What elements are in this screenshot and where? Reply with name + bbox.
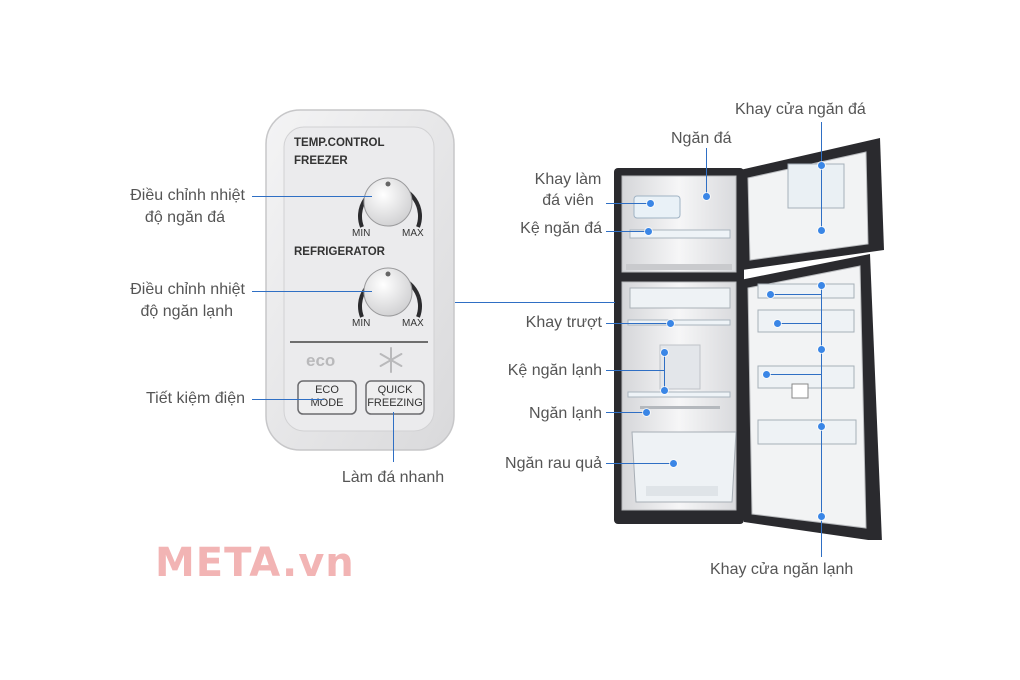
label-fridge-adjust-2: độ ngăn lạnh <box>140 303 233 320</box>
marker-fridge-door-1 <box>766 290 774 298</box>
leader-freezer-shelf <box>606 231 648 232</box>
leader-fridge-shelf <box>606 370 664 371</box>
label-freezer-adjust-1: Điều chỉnh nhiệt <box>130 187 245 204</box>
freezer-heading: FREEZER <box>294 155 348 167</box>
label-quick-ice: Làm đá nhanh <box>341 469 445 486</box>
eco-symbol: eco <box>306 351 336 370</box>
leader-fridge-adjust <box>252 291 372 292</box>
marker-fridge-shelf-2 <box>660 386 668 394</box>
leader-fridge-shelf-v <box>664 352 665 390</box>
leader-quick-ice <box>393 412 394 462</box>
leader-door-branch-3 <box>766 374 821 375</box>
freezer-knob[interactable] <box>363 177 413 227</box>
label-slide-tray: Khay trượt <box>525 314 602 331</box>
leader-slide-tray <box>606 323 670 324</box>
leader-fridge-door-tray <box>821 285 822 557</box>
control-panel <box>265 109 455 451</box>
leader-door-branch-2 <box>777 323 821 324</box>
label-fridge-door-tray: Khay cửa ngăn lạnh <box>710 561 854 578</box>
quick-freezing-label-2: FREEZING <box>367 397 423 409</box>
refrigerator-min-label: MIN <box>352 318 371 329</box>
temp-control-heading: TEMP.CONTROL <box>294 137 385 149</box>
refrigerator-knob[interactable] <box>363 267 413 317</box>
leader-freezer <box>706 148 707 196</box>
marker-freezer <box>702 192 710 200</box>
leader-freezer-adjust <box>252 196 372 197</box>
quick-freezing-label-1: QUICK <box>377 384 413 396</box>
label-fridge-adjust-1: Điều chỉnh nhiệt <box>130 281 245 298</box>
label-freezer: Ngăn đá <box>671 130 732 147</box>
eco-mode-button[interactable] <box>297 380 357 415</box>
refrigerator-illustration <box>614 138 884 540</box>
marker-crisper <box>669 459 677 467</box>
marker-fridge-door-5 <box>762 370 770 378</box>
label-fridge-shelf: Kệ ngăn lạnh <box>507 362 602 379</box>
freezer-max-label: MAX <box>402 228 424 239</box>
refrigerator-max-label: MAX <box>402 318 424 329</box>
label-crisper: Ngăn rau quả <box>505 455 602 472</box>
marker-fridge-door-2 <box>817 281 825 289</box>
snowflake-icon <box>379 347 403 373</box>
leader-ice-tray <box>606 203 650 204</box>
marker-fridge-door-7 <box>817 512 825 520</box>
freezer-min-label: MIN <box>352 228 371 239</box>
marker-fridge-door-3 <box>773 319 781 327</box>
leader-crisper <box>606 463 673 464</box>
label-freezer-shelf: Kệ ngăn đá <box>520 220 602 237</box>
marker-ice-tray <box>646 199 654 207</box>
marker-fridge-shelf-1 <box>660 348 668 356</box>
label-freezer-adjust-2: độ ngăn đá <box>144 209 225 226</box>
label-save-power: Tiết kiệm điện <box>146 390 245 407</box>
eco-mode-label-1: ECO <box>315 384 339 396</box>
label-freezer-door-tray: Khay cửa ngăn đá <box>735 101 866 118</box>
eco-mode-label-2: MODE <box>310 397 344 409</box>
leader-door-branch-1 <box>770 294 821 295</box>
label-fridge: Ngăn lạnh <box>529 405 602 422</box>
marker-freezer-shelf <box>644 227 652 235</box>
marker-fridge-door-4 <box>817 345 825 353</box>
refrigerator-heading: REFRIGERATOR <box>294 246 385 258</box>
marker-freezer-door-2 <box>817 226 825 234</box>
leader-freezer-door-tray <box>821 122 822 230</box>
leader-fridge <box>606 412 646 413</box>
marker-fridge <box>642 408 650 416</box>
meta-vn-logo: META.vn <box>155 540 355 586</box>
label-ice-tray-1: Khay làm <box>534 171 602 188</box>
label-ice-tray-2: đá viên <box>542 192 594 209</box>
quick-freezing-button[interactable] <box>365 380 425 415</box>
marker-freezer-door-1 <box>817 161 825 169</box>
marker-fridge-door-6 <box>817 422 825 430</box>
leader-connector <box>455 302 615 303</box>
marker-slide-tray <box>666 319 674 327</box>
leader-save-power <box>252 399 324 400</box>
